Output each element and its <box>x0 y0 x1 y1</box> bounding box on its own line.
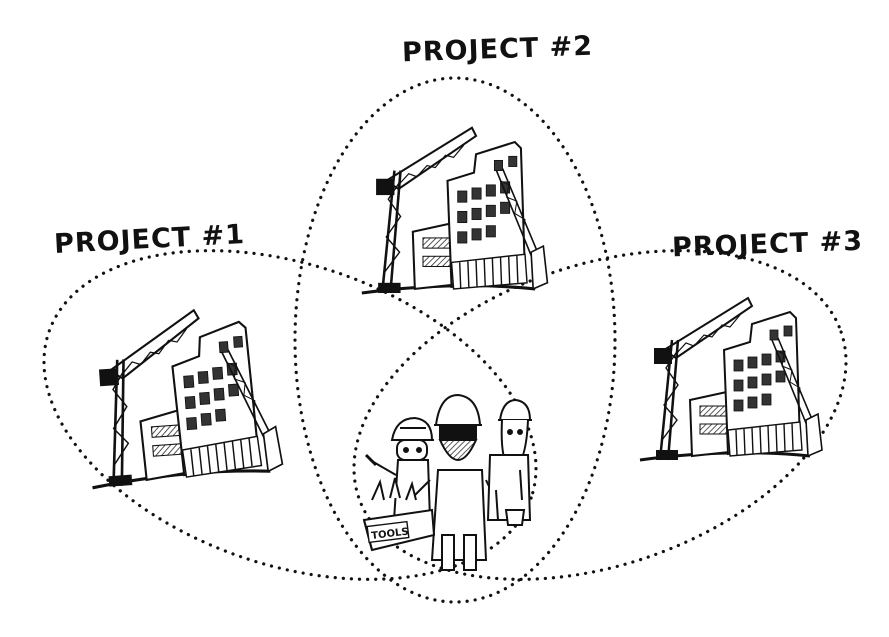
project-3-ellipse <box>352 249 848 581</box>
project-1-ellipse <box>42 249 538 581</box>
workers-illustration: TOOLS <box>362 393 532 571</box>
worker-left <box>364 416 434 521</box>
project-3-construction-illustration <box>638 296 824 462</box>
project-2-ellipse <box>293 76 617 604</box>
toolbox-label: TOOLS <box>371 527 409 542</box>
toolbox: TOOLS <box>362 477 436 552</box>
worker-right <box>486 398 532 526</box>
project-2-construction-illustration <box>360 126 549 295</box>
worker-middle <box>414 393 501 571</box>
project-1-construction-illustration <box>79 303 285 490</box>
